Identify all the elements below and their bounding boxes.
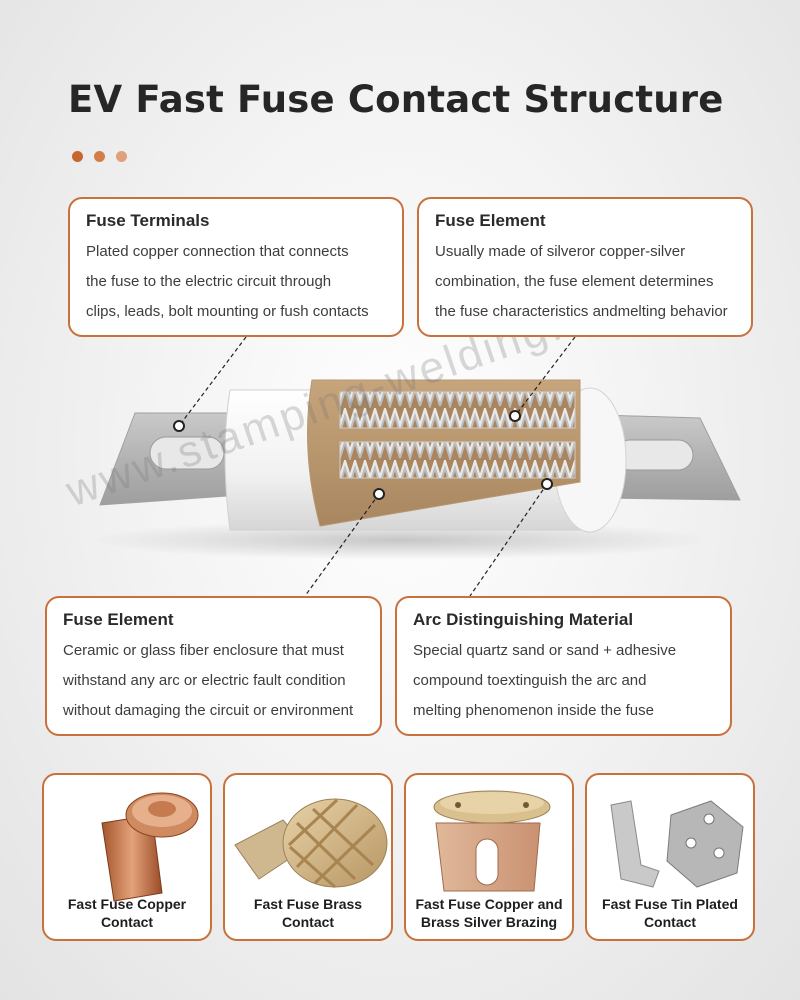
marker-enclosure bbox=[373, 488, 385, 500]
callout-line: compound toextinguish the arc and bbox=[413, 672, 647, 689]
callout-line: Plated copper connection that connects bbox=[86, 243, 349, 260]
fuse-cutaway-diagram bbox=[90, 336, 741, 597]
callout-heading: Fuse Terminals bbox=[86, 211, 210, 230]
product-label-line: Fast Fuse Tin Plated bbox=[602, 896, 738, 912]
marker-fuse-terminals bbox=[173, 420, 185, 432]
callout-line: withstand any arc or electric fault cond… bbox=[63, 672, 346, 689]
callout-heading: Fuse Element bbox=[435, 211, 546, 230]
product-card-silver-brazing[interactable]: Fast Fuse Copper and Brass Silver Brazin… bbox=[404, 773, 574, 941]
callout-line: combination, the fuse element determines bbox=[435, 273, 714, 290]
product-label-line: Contact bbox=[100, 914, 154, 930]
copper-contact-image bbox=[101, 792, 199, 902]
page-title: EV Fast Fuse Contact Structure bbox=[68, 78, 724, 121]
fuse-element-lower bbox=[339, 441, 576, 479]
product-label-line: Contact bbox=[281, 914, 335, 930]
marker-fuse-element bbox=[509, 410, 521, 422]
callout-line: without damaging the circuit or environm… bbox=[63, 702, 354, 719]
title-decoration-dots bbox=[72, 151, 127, 162]
dot-3 bbox=[116, 151, 127, 162]
marker-arc-material bbox=[541, 478, 553, 490]
callout-enclosure: Fuse Element Ceramic or glass fiber encl… bbox=[45, 596, 382, 736]
product-label-line: Fast Fuse Copper and bbox=[415, 896, 563, 912]
callout-line: the fuse characteristics andmelting beha… bbox=[435, 303, 728, 320]
callout-line: melting phenomenon inside the fuse bbox=[413, 702, 654, 719]
product-label-line: Contact bbox=[643, 914, 697, 930]
callout-line: the fuse to the electric circuit through bbox=[86, 273, 332, 290]
callout-fuse-element: Fuse Element Usually made of silveror co… bbox=[417, 197, 753, 337]
fuse-element-upper bbox=[339, 391, 576, 429]
callout-line: Ceramic or glass fiber enclosure that mu… bbox=[63, 642, 344, 659]
tin-plated-contact-image bbox=[610, 800, 744, 888]
product-label-line: Fast Fuse Brass bbox=[253, 896, 363, 912]
product-card-tin-plated-contact[interactable]: Fast Fuse Tin Plated Contact bbox=[585, 773, 755, 941]
callout-line: clips, leads, bolt mounting or fush cont… bbox=[86, 303, 369, 320]
callout-heading: Arc Distinguishing Material bbox=[413, 610, 634, 629]
product-label-line: Fast Fuse Copper bbox=[67, 896, 187, 912]
callout-line: Special quartz sand or sand + adhesive bbox=[413, 642, 677, 659]
callout-arc-material: Arc Distinguishing Material Special quar… bbox=[395, 596, 732, 736]
dot-2 bbox=[94, 151, 105, 162]
dot-1 bbox=[72, 151, 83, 162]
product-card-brass-contact[interactable]: Fast Fuse Brass Contact bbox=[223, 773, 393, 941]
product-card-copper-contact[interactable]: Fast Fuse Copper Contact bbox=[42, 773, 212, 941]
callout-line: Usually made of silveror copper-silver bbox=[435, 243, 686, 260]
brass-contact-image bbox=[234, 798, 388, 889]
callout-heading: Fuse Element bbox=[63, 610, 174, 629]
silver-brazing-image bbox=[433, 790, 551, 892]
callout-fuse-terminals: Fuse Terminals Plated copper connection … bbox=[68, 197, 404, 337]
product-label-line: Brass Silver Brazing bbox=[420, 914, 558, 930]
